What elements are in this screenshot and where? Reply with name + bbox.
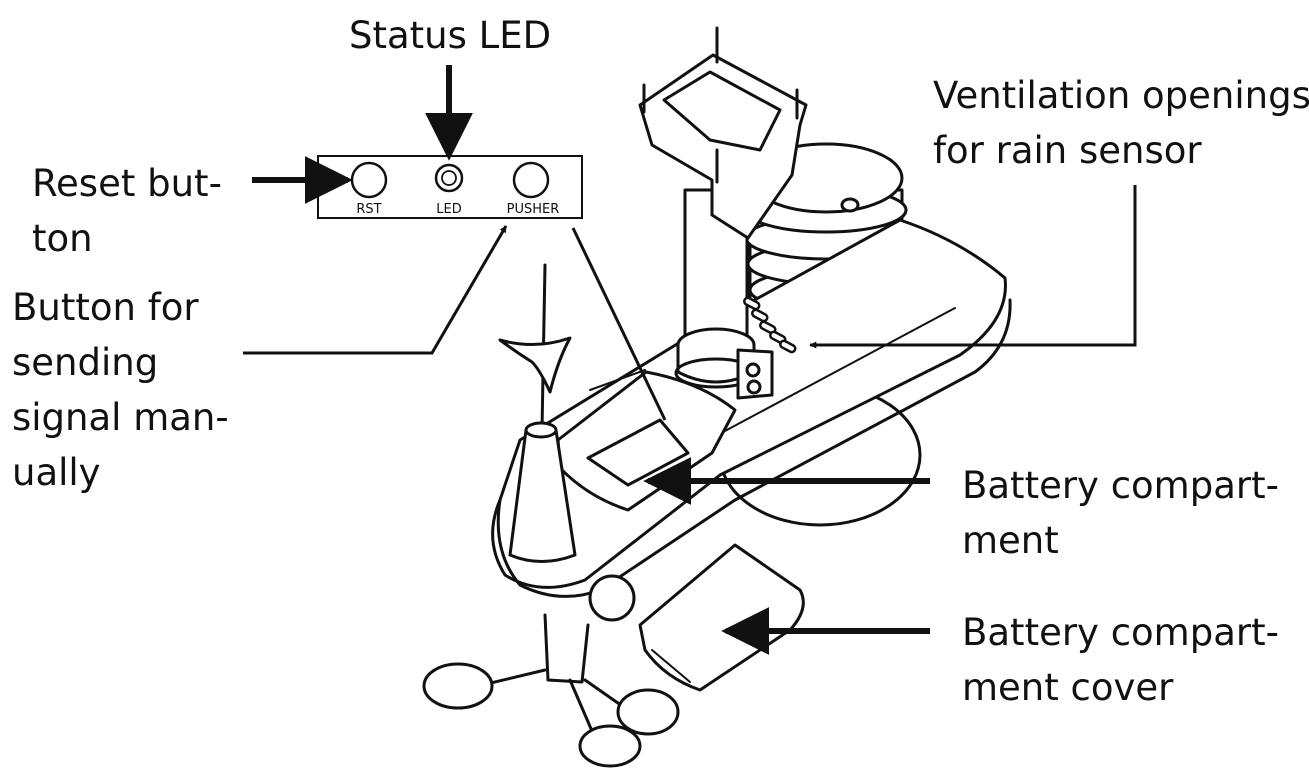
status-led-label: Status LED (349, 14, 552, 57)
reset-button-label: Reset but- ton (32, 162, 222, 260)
send-button-label: Button for sending signal man- ually (12, 286, 229, 494)
ventilation-slots (743, 296, 797, 354)
send-button-arrow (243, 225, 508, 355)
rst-label: RST (356, 202, 381, 217)
callout-arrows (243, 65, 1137, 655)
weather-station-illustration (422, 26, 1012, 768)
anemometer (422, 574, 680, 768)
mast (674, 188, 774, 400)
led-label: LED (436, 202, 461, 217)
pusher-leader-line (571, 227, 667, 421)
status-led-inner (441, 170, 457, 186)
pusher-label: PUSHER (507, 202, 560, 217)
ventilation-arrow (809, 185, 1137, 349)
battery-compartment-shape (556, 369, 737, 512)
mounting-bracket (638, 26, 808, 240)
ventilation-label: Ventilation openings for rain sensor (933, 74, 1309, 172)
battery-cover-label: Battery compart- ment cover (962, 611, 1279, 709)
battery-cover-shape (638, 543, 805, 692)
pusher-button (512, 161, 550, 199)
button-panel: RST LED PUSHER (317, 155, 583, 219)
wind-vane (498, 263, 572, 432)
battery-compartment-label: Battery compart- ment (962, 464, 1279, 562)
reset-button (350, 161, 388, 199)
